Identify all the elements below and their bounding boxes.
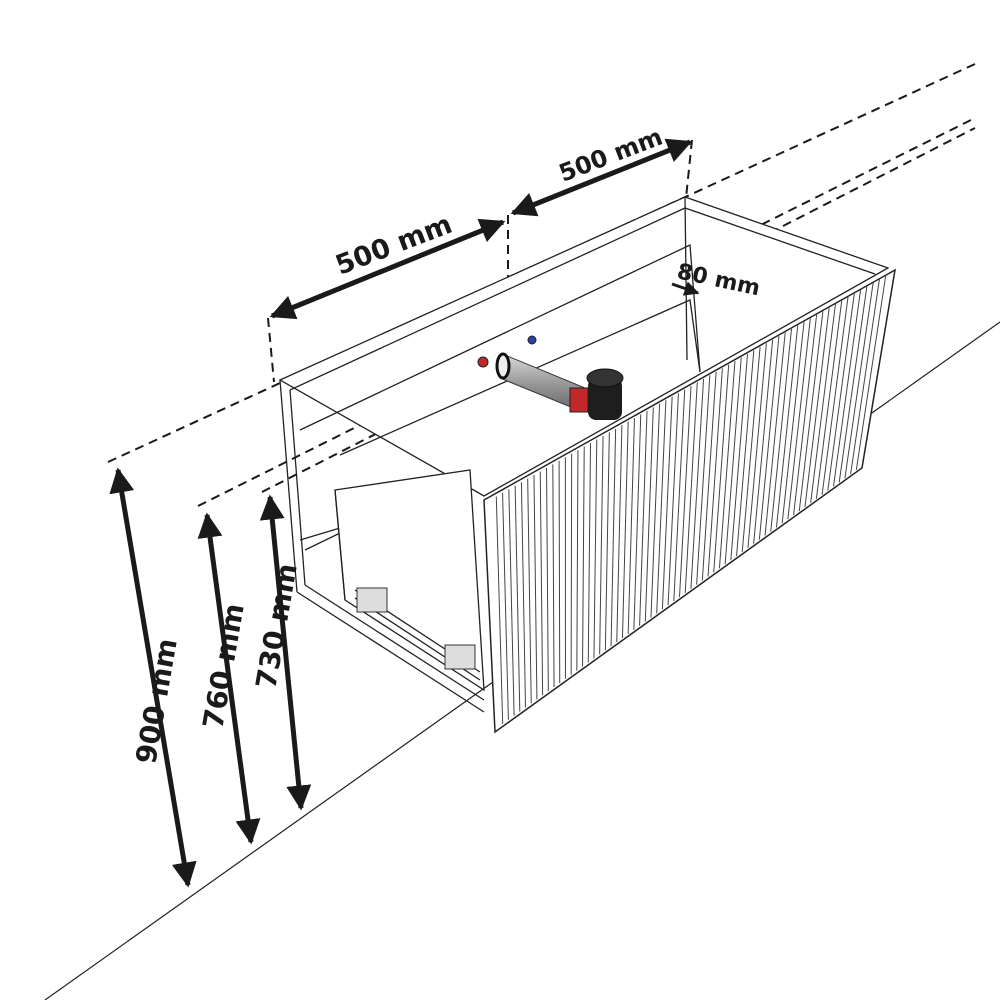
panel-rib: [582, 446, 585, 667]
panel-rib: [770, 328, 792, 532]
panel-rib: [832, 289, 862, 487]
panel-rib: [593, 439, 598, 659]
panel-rib: [844, 282, 874, 479]
panel-rib: [599, 435, 604, 655]
drawer-runner-brackets: [356, 587, 476, 670]
panel-rib: [667, 393, 679, 606]
panel-rib: [855, 275, 887, 471]
panel-rib: [701, 371, 717, 581]
panel-rib: [781, 321, 805, 524]
panel-rib: [576, 450, 579, 671]
height-low-label: 730 mm: [249, 561, 303, 691]
panel-rib: [850, 279, 880, 475]
cabinet-carcass: [278, 196, 890, 713]
panel-rib: [736, 350, 755, 557]
panel-rib: [753, 339, 774, 544]
panel-rib: [520, 482, 527, 708]
panel-rib: [764, 332, 786, 536]
panel-rib: [527, 478, 532, 704]
panel-rib: [724, 357, 742, 565]
panel-rib: [616, 425, 623, 643]
panel-rib: [610, 428, 617, 647]
panel-rib: [679, 385, 692, 598]
panel-rib: [713, 364, 730, 573]
panel-rib: [787, 318, 811, 520]
panel-rib: [570, 453, 573, 675]
panel-rib: [604, 432, 610, 651]
hot-water-valve: [477, 356, 489, 368]
panel-rib: [639, 410, 648, 626]
panel-rib: [558, 460, 561, 683]
panel-rib: [775, 325, 799, 528]
cold-water-valve: [527, 335, 537, 345]
panel-rib: [815, 300, 843, 499]
siphon-trap: [586, 368, 624, 420]
panel-rib: [495, 496, 504, 724]
panel-rib: [627, 418, 635, 634]
panel-rib: [502, 492, 509, 720]
panel-rib: [838, 286, 868, 483]
panel-rib: [514, 485, 521, 712]
panel-rib: [684, 382, 698, 593]
panel-rib: [718, 361, 736, 569]
panel-rib: [650, 403, 661, 618]
panel-rib: [621, 421, 629, 638]
panel-rib: [508, 489, 515, 716]
panel-rib: [656, 400, 667, 614]
panel-rib: [741, 346, 761, 553]
panel-rib: [546, 467, 549, 692]
ribbed-front-panel: [483, 268, 896, 734]
panel-rib: [673, 389, 686, 602]
height-mid-label: 760 mm: [196, 601, 250, 731]
height-total-label: 900 mm: [129, 636, 183, 766]
panel-rib: [793, 314, 818, 516]
width-left-label: 500 mm: [331, 209, 456, 282]
panel-rib: [539, 471, 544, 696]
panel-rib: [690, 378, 705, 589]
panel-rib: [633, 414, 642, 630]
panel-rib: [758, 336, 780, 540]
panel-rib: [798, 311, 824, 512]
width-right-label: 500 mm: [555, 123, 666, 188]
panel-rib: [804, 307, 830, 507]
panel-rib: [644, 407, 654, 622]
panel-rib: [661, 396, 673, 610]
panel-rib: [747, 343, 767, 548]
panel-rib: [533, 475, 538, 700]
offset-arrow: [671, 281, 700, 296]
panel-rib: [707, 368, 723, 577]
panel-rib: [821, 296, 849, 495]
panel-rib: [552, 464, 555, 688]
panel-rib: [696, 375, 711, 585]
plumbing: [477, 335, 624, 420]
panel-rib: [730, 353, 749, 561]
dimension-arrows: [109, 138, 693, 888]
panel-rib: [827, 293, 855, 491]
panel-rib: [587, 442, 591, 663]
panel-rib: [810, 304, 836, 503]
